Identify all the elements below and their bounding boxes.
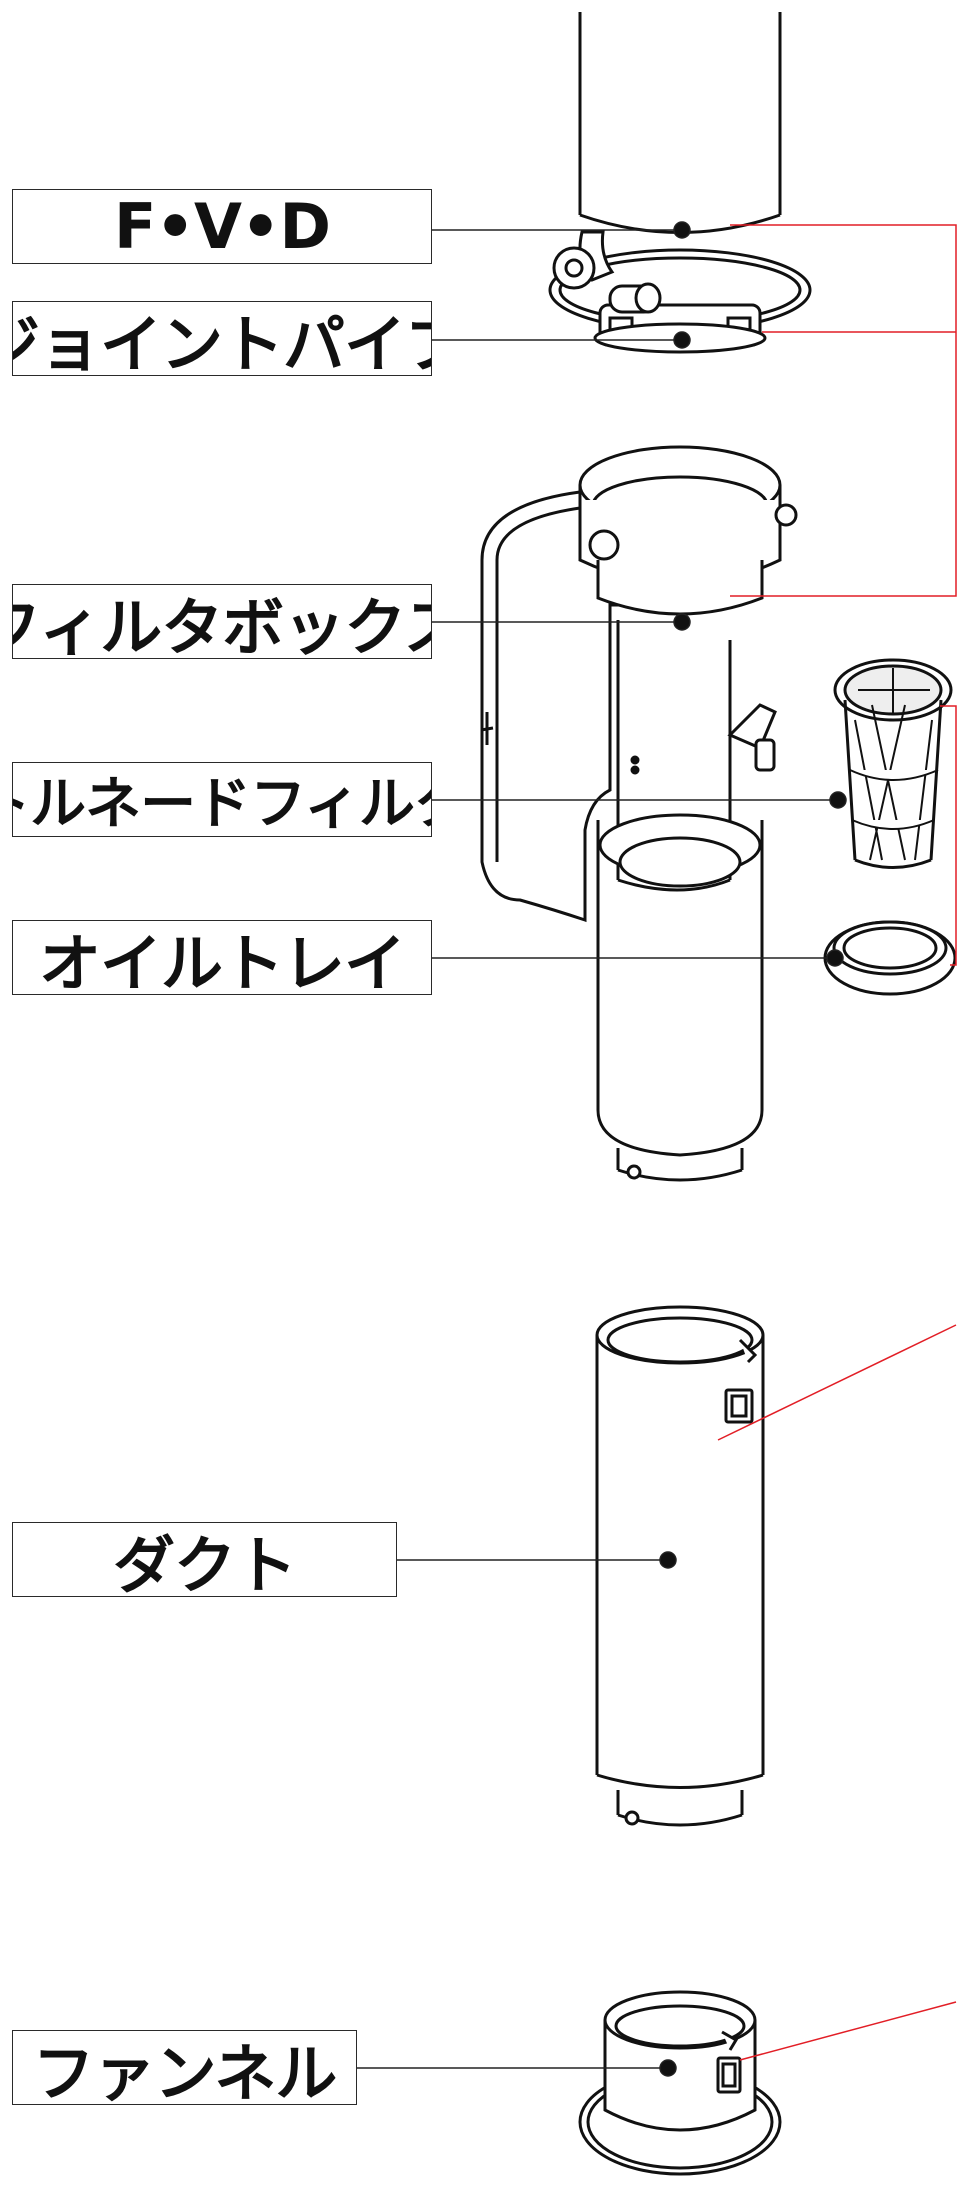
label-oil-tray: オイルトレイ [12, 920, 432, 995]
assembly-brackets [717, 224, 957, 2061]
label-duct: ダクト [12, 1522, 397, 1597]
duct-part [595, 1305, 765, 1827]
label-joint-pipe: ジョイントパイプ [12, 301, 432, 376]
funnel-part [578, 1990, 782, 2176]
oil-tray-part [823, 920, 957, 996]
label-funnel: ファンネル [12, 2030, 357, 2105]
label-tornado-filter: トルネードフィルタ [12, 762, 432, 837]
fvd-part [548, 12, 812, 354]
tornado-filter-part [833, 658, 953, 869]
filter-box-part [480, 445, 798, 1182]
label-fvd: F•V•D [12, 189, 432, 264]
label-filter-box: フィルタボックス [12, 584, 432, 659]
leader-lines [357, 221, 847, 2077]
